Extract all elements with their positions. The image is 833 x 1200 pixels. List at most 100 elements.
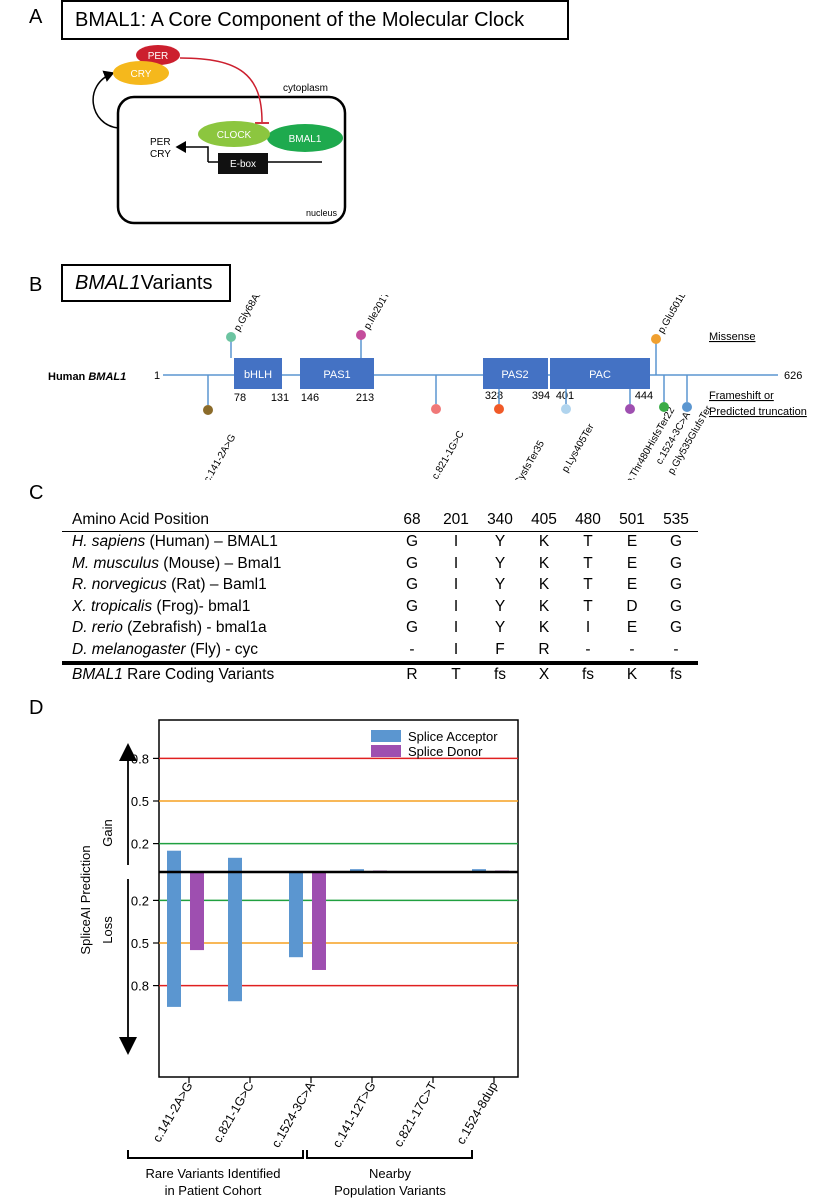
legend-acceptor: Splice Acceptor [408, 729, 498, 744]
lollipop-tyr340 [494, 404, 504, 414]
lollipop-ile201thr [356, 330, 366, 340]
residue-cell: E [626, 533, 638, 551]
domain-pas1-label: PAS1 [323, 369, 350, 381]
bar-acceptor-gain [472, 869, 486, 872]
protein-start: 1 [154, 370, 160, 382]
x-tick-label: c.821-17C>T [391, 1079, 440, 1149]
species-label: D. melanogaster (Fly) - cyc [72, 640, 259, 658]
header-pos: 201 [443, 510, 469, 528]
bar-acceptor-gain [350, 869, 364, 872]
residue-cell: Y [494, 576, 506, 594]
missense-label: Missense [709, 331, 755, 343]
species-label: M. musculus (Mouse) – Bmal1 [72, 554, 282, 572]
protein-end: 626 [784, 370, 802, 382]
residue-cell: Y [494, 554, 506, 572]
pos-78: 78 [234, 392, 246, 404]
lollipop-c1524-3ca [659, 402, 669, 412]
table-row: H. sapiens (Human) – BMAL1 G I Y K T E G [62, 531, 698, 553]
feedback-arrow [92, 70, 119, 129]
pos-394: 394 [532, 390, 550, 402]
bmal1-label: BMAL1 [289, 134, 322, 145]
variant-cell: K [626, 666, 638, 684]
ebox-element [218, 153, 268, 174]
table-row: X. tropicalis (Frog)- bmal1 G I Y K T D … [62, 596, 698, 618]
residue-cell: Y [494, 597, 506, 615]
gain-label: Gain [100, 819, 115, 846]
cry-protein [113, 61, 169, 85]
header-pos: 405 [531, 510, 557, 528]
group-pop-line2: Population Variants [334, 1183, 446, 1198]
residue-cell: K [538, 576, 550, 594]
loss-label: Loss [100, 916, 115, 944]
residue-cell: G [669, 576, 683, 594]
per-label: PER [148, 51, 169, 62]
residue-cell: G [405, 576, 419, 594]
variant-cell: X [538, 666, 550, 684]
bmal1-protein [267, 124, 343, 152]
table-row: M. musculus (Mouse) – Bmal1 G I Y K T E … [62, 553, 698, 575]
bar-acceptor-loss [167, 872, 181, 1007]
residue-cell: E [626, 576, 638, 594]
domain-pac [550, 358, 650, 389]
y-axis-label: SpliceAI Prediction [78, 845, 93, 954]
residue-cell: - [409, 640, 415, 658]
plot-frame [158, 719, 519, 1078]
lollipop-thr480 [625, 404, 635, 414]
lollipop-gly535 [682, 402, 692, 412]
per-out-label: PER [150, 137, 171, 148]
residue-cell: E [626, 619, 638, 637]
header-pos: 340 [487, 510, 513, 528]
x-tick-label: c.821-1G>C [211, 1080, 257, 1146]
residue-cell: F [495, 640, 505, 658]
y-tick-label: 0.5 [131, 794, 149, 809]
bar-acceptor-gain [228, 857, 242, 872]
residue-cell: I [453, 640, 459, 658]
y-tick-label: 0.2 [131, 837, 149, 852]
chart-legend: Splice Acceptor Splice Donor [371, 729, 498, 759]
residue-cell: K [538, 619, 550, 637]
residue-cell: K [538, 533, 550, 551]
residue-cell: I [453, 619, 459, 637]
lollipop-c821-1gc [431, 404, 441, 414]
residue-cell: I [453, 554, 459, 572]
variant-cell: T [451, 666, 461, 684]
panel-letter-b: B [29, 274, 43, 296]
y-tick-label: 0.8 [131, 751, 149, 766]
panel-b-title-rest: Variants [140, 271, 213, 294]
panel-a-title: BMAL1: A Core Component of the Molecular… [61, 0, 569, 40]
bar-acceptor-loss [228, 872, 242, 1002]
y-tick-label: 0.2 [131, 893, 149, 908]
variant-row-label: BMAL1 Rare Coding Variants [72, 666, 275, 684]
x-tick-label: c.1524-3C>A [269, 1079, 318, 1150]
cry-out-label: CRY [150, 149, 171, 160]
species-label: R. norvegicus (Rat) – Baml1 [72, 576, 267, 594]
domain-pas1 [300, 358, 374, 389]
residue-cell: E [626, 554, 638, 572]
residue-cell: - [673, 640, 679, 658]
transcription-arrow [175, 141, 209, 162]
domain-pas2-label: PAS2 [501, 369, 528, 381]
per-protein [136, 45, 180, 65]
human-label: Human BMAL1 [48, 371, 126, 383]
bar-donor-loss [190, 872, 204, 951]
frameshift-label-1: Frameshift or [709, 390, 774, 402]
residue-cell: G [405, 597, 419, 615]
pos-131: 131 [271, 392, 289, 404]
residue-cell: D [626, 597, 638, 615]
x-tick-label: c.141-12T>G [330, 1080, 379, 1150]
residue-cell: G [669, 533, 683, 551]
group-bracket-population [306, 1150, 473, 1159]
cytoplasm-label: cytoplasm [283, 83, 328, 94]
domain-pac-label: PAC [589, 369, 611, 381]
clock-mechanism-diagram: PER CRY cytoplasm CLOCK BMAL1 E-box PER … [92, 45, 347, 225]
frameshift-label-2: Predicted truncation [709, 406, 807, 418]
x-tick-label: c.141-2A>G [150, 1080, 196, 1145]
residue-cell: T [583, 554, 593, 572]
lollipop-glu501lys [651, 334, 661, 344]
pos-213: 213 [356, 392, 374, 404]
residue-cell: I [453, 597, 459, 615]
x-tick-label: c.1524-8dup [454, 1079, 501, 1146]
table-row: D. melanogaster (Fly) - cyc - I F R - - … [62, 639, 698, 663]
header-label: Amino Acid Position [72, 510, 209, 528]
